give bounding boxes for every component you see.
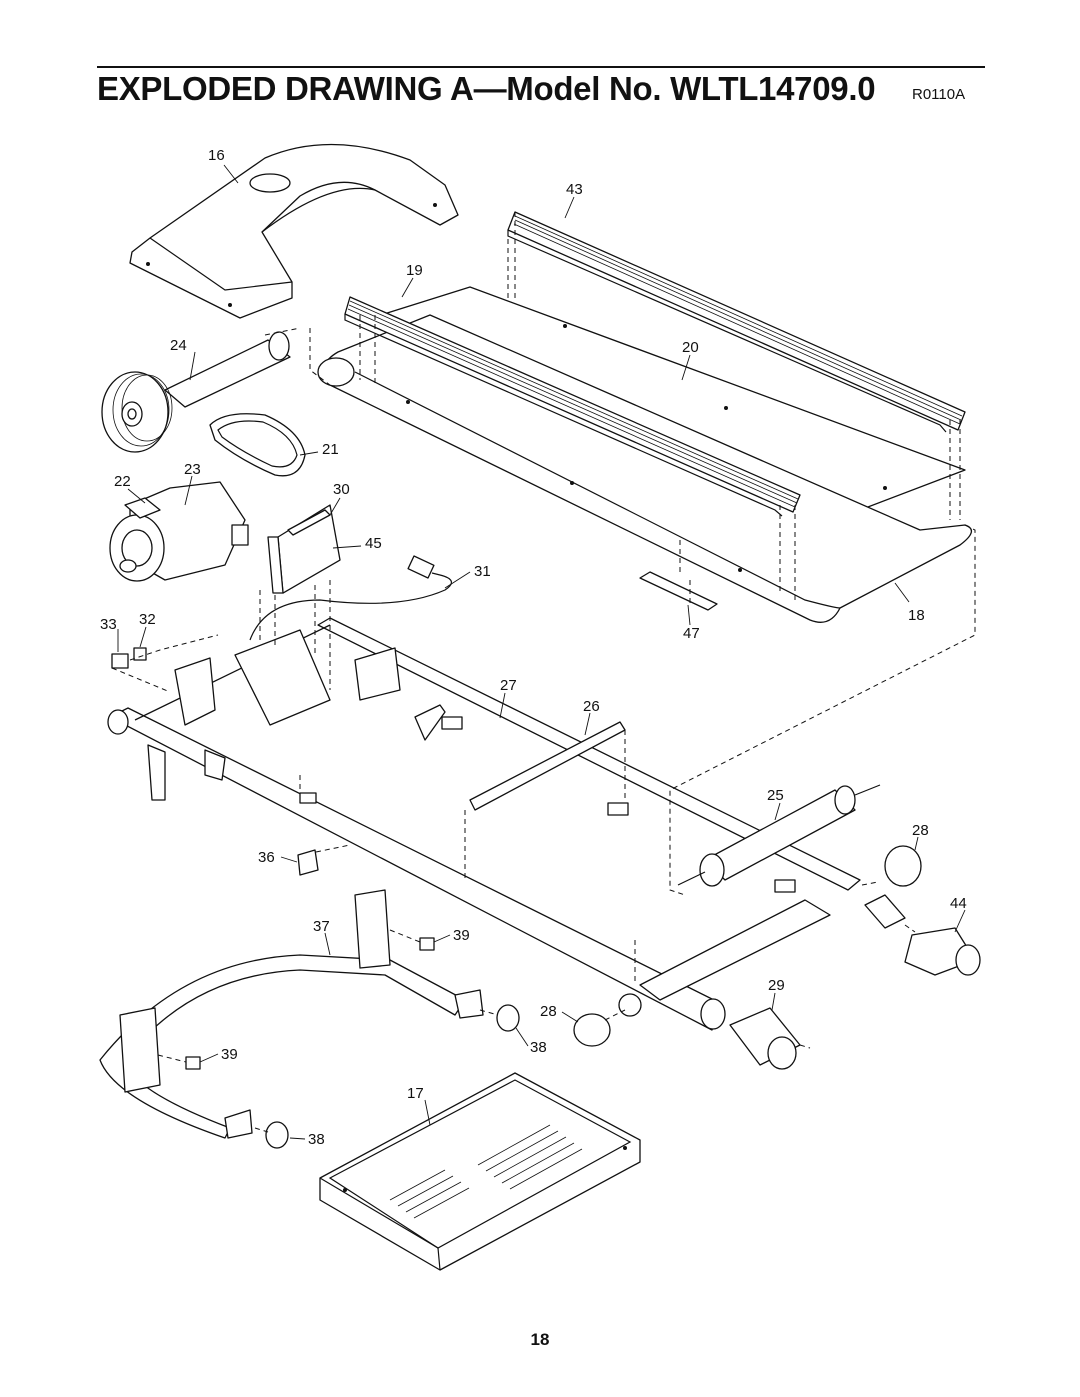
part-29-28-front-feet: [573, 993, 801, 1070]
callout-28-rear: 28: [912, 822, 929, 839]
callouts: 16 43 19 24 20 21 22 23 30 45 31 33 32 1…: [100, 147, 967, 1148]
callout-20: 20: [682, 339, 699, 356]
callout-44: 44: [950, 895, 967, 912]
callout-32: 32: [139, 611, 156, 628]
leader-lines: [117, 164, 966, 1140]
callout-21: 21: [322, 441, 339, 458]
part-18-walking-belt: [317, 314, 972, 623]
page-number: 18: [530, 1330, 550, 1349]
part-17-tray: [319, 1072, 641, 1271]
callout-25: 25: [767, 787, 784, 804]
part-31-power-cord: [249, 555, 452, 641]
part-24-front-roller: [101, 331, 291, 453]
alignment-lines: [111, 212, 976, 1133]
callout-28-front: 28: [540, 1003, 557, 1020]
callout-38-lower: 38: [308, 1131, 325, 1148]
callout-26: 26: [583, 698, 600, 715]
part-47-decal: [639, 571, 718, 611]
callout-33: 33: [100, 616, 117, 633]
callout-30: 30: [333, 481, 350, 498]
callout-29: 29: [768, 977, 785, 994]
callout-17: 17: [407, 1085, 424, 1102]
frame: [107, 617, 861, 1031]
part-21-drive-belt: [209, 413, 306, 477]
callout-39-upper: 39: [453, 927, 470, 944]
callout-37: 37: [313, 918, 330, 935]
header-rule: [97, 66, 985, 68]
part-28-44-rear-feet: [864, 845, 981, 976]
part-33-32-switch: [111, 647, 147, 669]
part-37-base: [99, 889, 520, 1149]
callout-39-lower: 39: [221, 1046, 238, 1063]
part-23-motor: [109, 481, 249, 582]
part-19-left-rail: [344, 296, 801, 517]
revision-code: R0110A: [912, 86, 966, 103]
callout-16: 16: [208, 147, 225, 164]
callout-43: 43: [566, 181, 583, 198]
callout-18: 18: [908, 607, 925, 624]
part-36-bumper: [297, 849, 319, 876]
callout-45: 45: [365, 535, 382, 552]
callout-23: 23: [184, 461, 201, 478]
page-title: EXPLODED DRAWING A—Model No. WLTL14709.0: [97, 70, 876, 107]
callout-36: 36: [258, 849, 275, 866]
callout-24: 24: [170, 337, 187, 354]
part-45-controller: [267, 504, 341, 594]
callout-19: 19: [406, 262, 423, 279]
callout-22: 22: [114, 473, 131, 490]
callout-27: 27: [500, 677, 517, 694]
callout-47: 47: [683, 625, 700, 642]
callout-38-upper: 38: [530, 1039, 547, 1056]
part-16-hood-cover: [129, 143, 459, 319]
callout-31: 31: [474, 563, 491, 580]
part-25-rear-roller: [677, 784, 881, 887]
